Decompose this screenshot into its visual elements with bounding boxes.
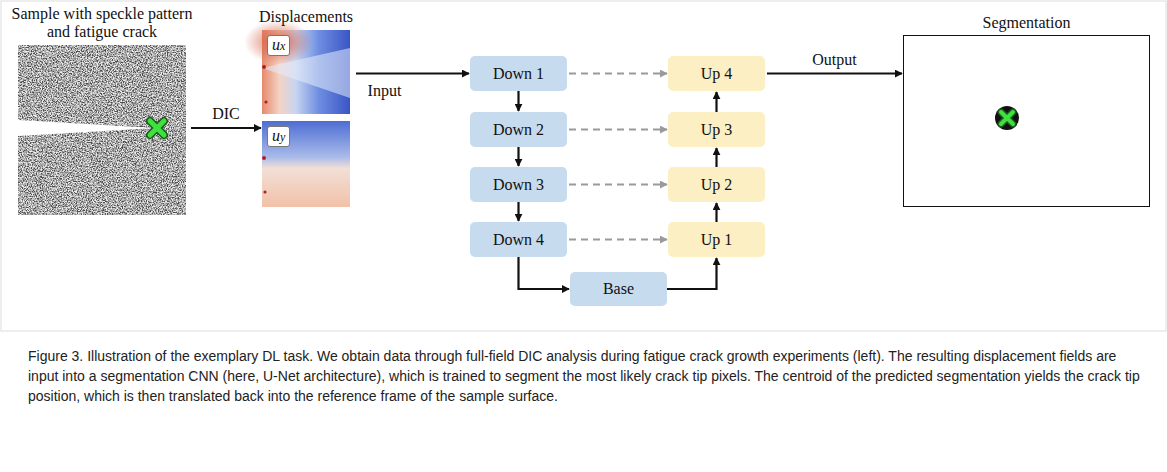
decoder-block: Up 2 [668,167,765,202]
connector [517,147,519,166]
panel-heading: Displacements [259,8,353,26]
block-label: Down 4 [493,231,544,249]
skip-connection [569,129,667,131]
connector [517,202,519,221]
panel-heading: Segmentation [983,14,1071,32]
field-tag: uy [267,126,290,147]
block-label: uy [272,127,285,146]
sample-image: Sample with speckle pattern and fatigue … [18,45,186,215]
displacement-panel: Displacementsuxuy [262,30,350,207]
block-label: ux [272,36,285,55]
connector [519,257,570,289]
skip-connection [569,73,667,75]
block-label: Up 1 [701,231,733,249]
block-label: Base [603,280,634,298]
field-tag: ux [267,35,290,56]
encoder-block: Down 2 [470,112,567,147]
decoder-block: Up 4 [668,56,765,91]
connector [517,91,519,111]
connector [715,92,717,112]
block-label: Up 4 [701,65,733,83]
connector [715,203,717,222]
block-label: Down 2 [493,121,544,139]
block-label: Up 2 [701,176,733,194]
encoder-block: Down 1 [470,56,567,91]
connector [356,72,469,74]
displacement-fields [244,20,350,207]
figure-frame [1,1,1166,331]
block-label: Down 1 [493,65,544,83]
connector [667,258,717,289]
edge-label: Output [810,51,858,69]
block-label: Up 3 [701,121,733,139]
connector [767,72,902,74]
skip-connection [569,239,667,241]
speckle-sample [18,45,186,215]
segmentation-blob [995,106,1019,130]
encoder-block: Down 4 [470,222,567,257]
decoder-block: Up 3 [668,112,765,147]
segmentation-output: Segmentation [903,35,1150,207]
edge-label: DIC [210,105,242,123]
block-label: Down 3 [493,176,544,194]
figure-caption: Figure 3. Illustration of the exemplary … [28,346,1140,406]
encoder-block: Down 3 [470,167,567,202]
connector [191,127,261,129]
connector [715,148,717,167]
bottleneck-block: Base [570,272,667,306]
panel-heading: Sample with speckle pattern and fatigue … [7,5,197,41]
edge-label: Input [366,82,404,100]
skip-connection [569,184,667,186]
decoder-block: Up 1 [668,222,765,257]
